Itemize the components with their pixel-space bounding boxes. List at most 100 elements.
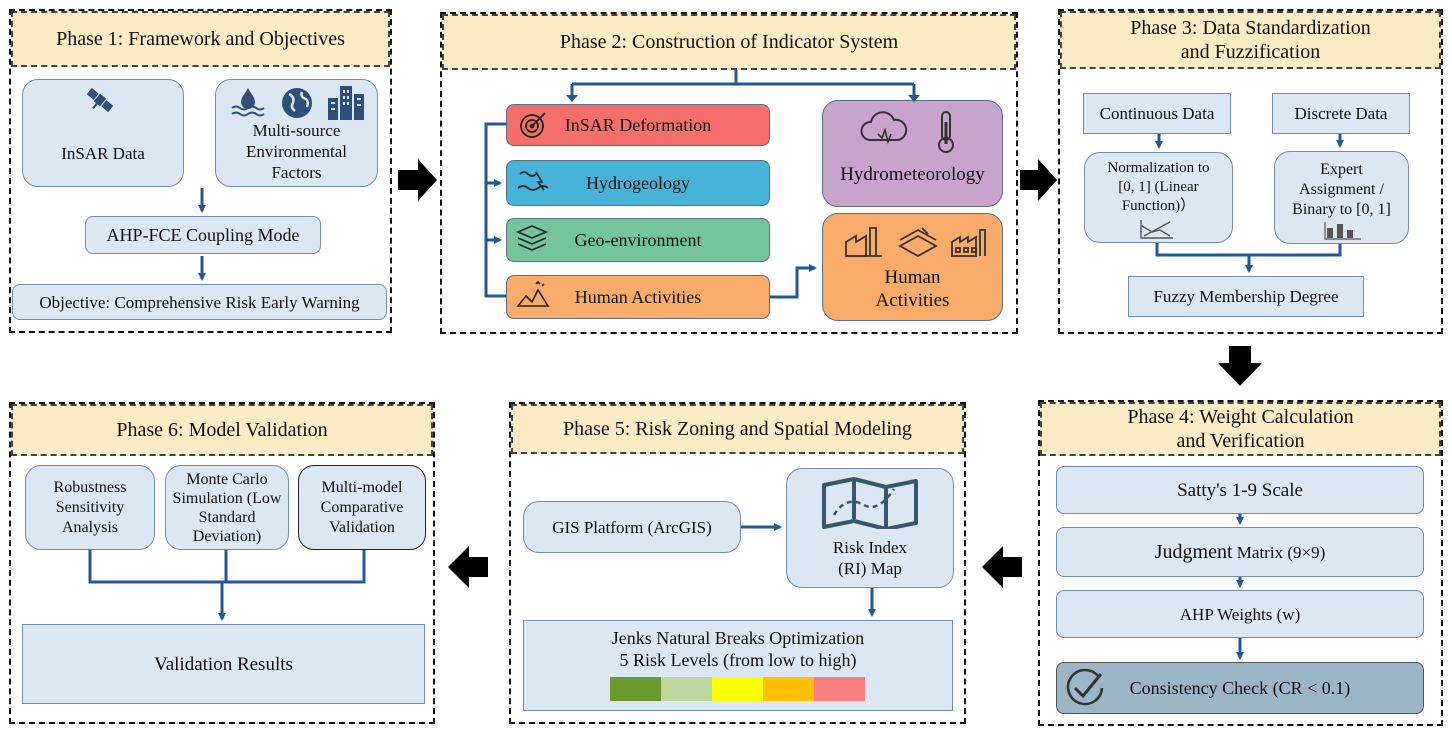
multi-model-line1: Multi-model (321, 478, 403, 496)
category-geo-environment: Geo-environment (506, 218, 770, 262)
factory-icon (845, 227, 882, 257)
jenks-line1: Jenks Natural Breaks Optimization (611, 628, 865, 648)
human-activities-line2: Activities (875, 290, 950, 311)
insar-data-label: InSAR Data (61, 143, 145, 163)
continuous-data-label: Continuous Data (1099, 104, 1215, 123)
category-label: Hydrogeology (586, 172, 690, 193)
phase4-title: Phase 4: Weight Calculation and Verifica… (1040, 402, 1441, 456)
ahp-weights-box: AHP Weights (w) (1056, 590, 1424, 638)
satty-scale-label: Satty's 1-9 Scale (1177, 479, 1303, 501)
bar-chart-icon (1324, 222, 1361, 240)
water-drop-icon (231, 88, 265, 117)
phase4-title-line2: and Verification (1176, 430, 1305, 452)
risk-level-5-swatch (814, 677, 865, 701)
phase3-title: Phase 3: Data Standardization and Fuzzif… (1060, 11, 1441, 69)
risk-level-3-swatch (712, 677, 763, 701)
satellite-icon (86, 87, 114, 113)
phase-arrow-5-to-6 (448, 546, 488, 588)
water-flow-icon (517, 171, 549, 191)
phase1-panel (9, 9, 392, 333)
judgment-label-b: Matrix (9×9) (1236, 542, 1326, 562)
phase-arrow-4-to-5 (982, 546, 1022, 588)
validation-results-box: Validation Results (22, 624, 425, 704)
phase-arrow-1-to-2 (398, 159, 437, 201)
multi-model-box: Multi-model Comparative Validation (298, 465, 426, 550)
industrial-icon (951, 229, 986, 257)
checkmark-icon (1066, 668, 1104, 706)
hydrometeorology-box: Hydrometeorology (822, 100, 1003, 207)
robustness-line3: Analysis (62, 518, 118, 536)
jenks-line2: 5 Risk Levels (from low to high) (619, 650, 857, 670)
multi-model-line2: Comparative (320, 498, 404, 516)
normalization-line2: [0, 1] (Linear (1118, 179, 1199, 195)
phase4-panel (1038, 400, 1443, 726)
hydrometeorology-label: Hydrometeorology (840, 164, 985, 185)
category-hydrogeology: Hydrogeology (506, 160, 770, 206)
normalization-line3: Function)） (1121, 198, 1196, 214)
risk-level-1-swatch (610, 677, 661, 701)
phase1-title: Phase 1: Framework and Objectives (11, 11, 390, 67)
robustness-box: Robustness Sensitivity Analysis (25, 465, 155, 550)
human-activities-box: Human Activities (822, 213, 1003, 321)
judgment-matrix-box: Judgment Matrix (9×9) (1056, 527, 1424, 577)
robustness-line2: Sensitivity (55, 498, 125, 516)
consistency-check-box: Consistency Check (CR < 0.1) (1056, 662, 1424, 714)
objective-box: Objective: Comprehensive Risk Early Warn… (12, 284, 387, 320)
risk-level-legend (610, 677, 866, 701)
consistency-check-label: Consistency Check (CR < 0.1) (1129, 677, 1351, 698)
phase3-title-line2: and Fuzzification (1180, 41, 1321, 63)
satty-scale-box: Satty's 1-9 Scale (1056, 466, 1424, 514)
monte-carlo-line1: Monte Carlo (186, 470, 268, 488)
discrete-data-box: Discrete Data (1272, 93, 1410, 134)
continuous-data-box: Continuous Data (1083, 93, 1231, 134)
globe-icon (282, 88, 312, 118)
category-label: Human Activities (574, 286, 702, 307)
category-label: Geo-environment (574, 229, 702, 250)
monte-carlo-box: Monte Carlo Simulation (Low Standard Dev… (165, 465, 289, 550)
phase5-title: Phase 5: Risk Zoning and Spatial Modelin… (511, 404, 964, 454)
jenks-box: Jenks Natural Breaks Optimization 5 Risk… (523, 620, 953, 711)
expert-line3: Binary to [0, 1] (1292, 201, 1391, 218)
risk-index-map-box: Risk Index (RI) Map (786, 468, 954, 588)
ahp-weights-label: AHP Weights (w) (1179, 604, 1301, 624)
line-chart-icon (1140, 220, 1173, 239)
gis-platform-box: GIS Platform (ArcGIS) (523, 501, 741, 553)
layers-icon (516, 225, 548, 251)
phase6-title: Phase 6: Model Validation (11, 404, 433, 456)
multisource-line2: Environmental (245, 142, 348, 161)
phase6-panel (9, 402, 435, 724)
phase5-panel (509, 402, 966, 724)
document-stack-icon (898, 227, 938, 258)
ahp-fce-label: AHP-FCE Coupling Mode (106, 224, 300, 245)
objective-label: Objective: Comprehensive Risk Early Warn… (39, 292, 360, 312)
buildings-icon (328, 86, 364, 120)
category-insar-deformation: InSAR Deformation (506, 104, 770, 146)
risk-level-2-swatch (661, 677, 712, 701)
risk-index-line2: (RI) Map (838, 559, 902, 578)
target-icon (520, 112, 546, 138)
monte-carlo-line4: Deviation) (192, 527, 262, 545)
phase-arrow-2-to-3 (1020, 159, 1057, 201)
risk-index-line1: Risk Index (832, 538, 908, 557)
risk-level-4-swatch (763, 677, 814, 701)
phase3-title-line1: Phase 3: Data Standardization (1130, 17, 1371, 39)
normalization-line1: Normalization to (1107, 160, 1210, 176)
phase2-panel (440, 12, 1018, 334)
cloud-icon (860, 111, 908, 145)
phase3-panel (1058, 9, 1443, 334)
multi-model-line3: Validation (329, 518, 395, 536)
expert-assignment-box: Expert Assignment / Binary to [0, 1] (1274, 151, 1409, 244)
category-human-activities: Human Activities (506, 275, 770, 319)
multisource-line1: Multi-source (252, 121, 341, 140)
phase2-title: Phase 2: Construction of Indicator Syste… (442, 14, 1016, 70)
validation-results-label: Validation Results (154, 653, 293, 675)
category-label: InSAR Deformation (564, 114, 712, 135)
ahp-fce-box: AHP-FCE Coupling Mode (85, 216, 321, 254)
terrain-icon (516, 280, 550, 307)
phase-arrow-3-to-4 (1218, 346, 1262, 386)
gis-platform-label: GIS Platform (ArcGIS) (552, 517, 712, 537)
discrete-data-label: Discrete Data (1294, 104, 1388, 123)
human-activities-line1: Human (884, 267, 941, 288)
fuzzy-membership-box: Fuzzy Membership Degree (1128, 276, 1364, 317)
robustness-line1: Robustness (53, 478, 127, 496)
